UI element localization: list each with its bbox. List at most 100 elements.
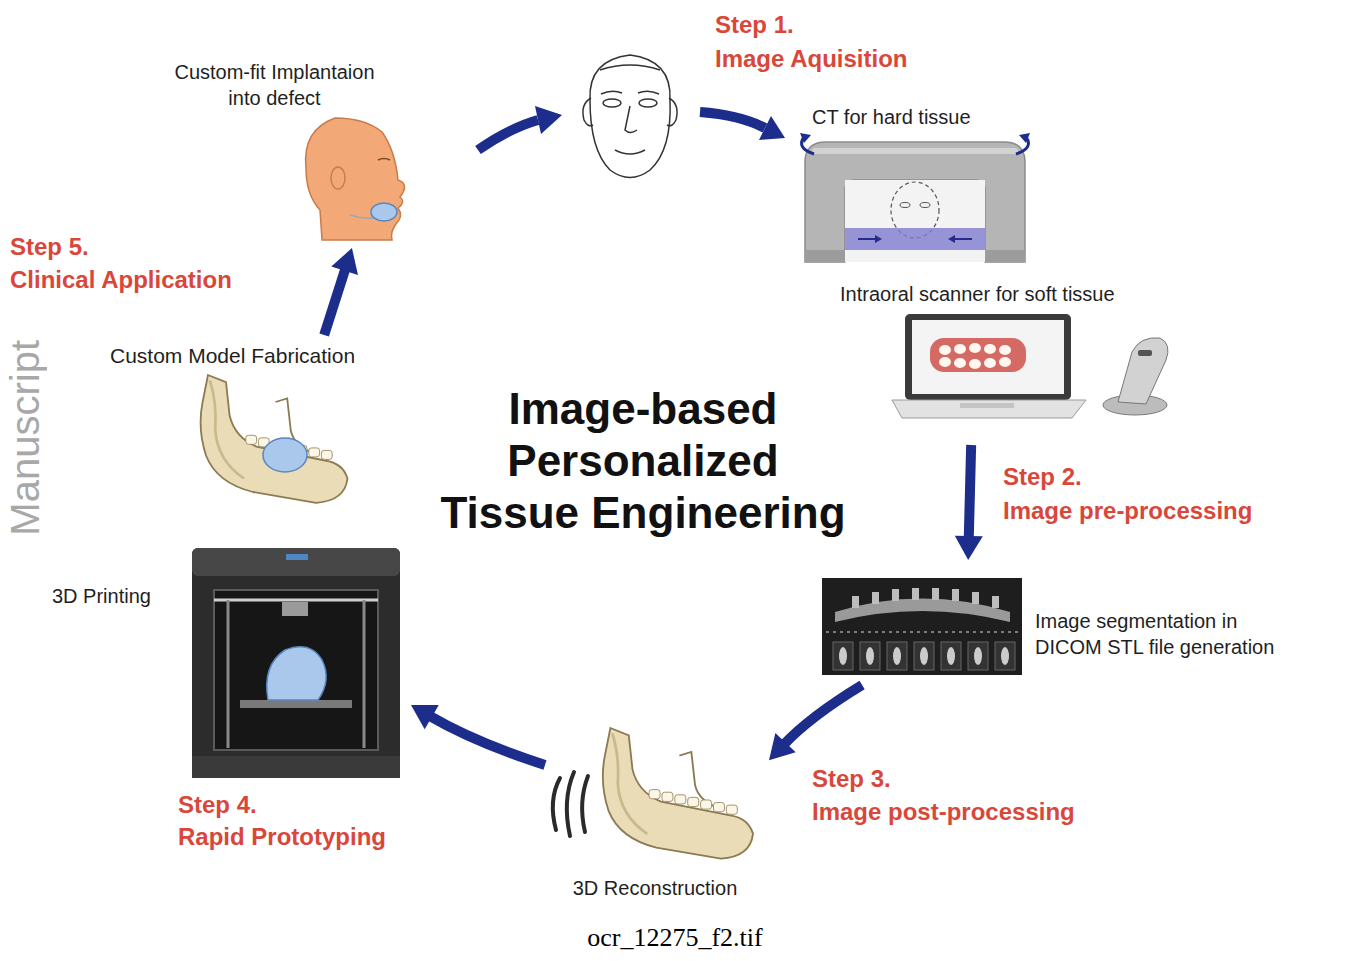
step-label: Image post-processing <box>812 797 1075 827</box>
stage-region: Image segmentation in DICOM STL file gen… <box>820 560 1340 685</box>
patient-head-profile <box>306 118 405 240</box>
text-anchor: Manuscript <box>3 340 47 536</box>
arrow-head <box>411 705 439 729</box>
3d-printer <box>192 548 400 778</box>
ct-slice-panel <box>852 588 999 608</box>
patient-face-sketch <box>667 98 677 126</box>
ct-slice-panel <box>952 589 959 601</box>
patient-face-sketch <box>625 106 637 133</box>
custom-jaw-model <box>201 375 348 503</box>
ct-scanner <box>1019 133 1030 143</box>
reconstruction-jaw <box>567 772 574 836</box>
ct-slice-panel <box>826 632 1018 633</box>
laptop-scanner <box>954 358 966 368</box>
arrow-head <box>769 733 796 760</box>
patient-face-sketch <box>583 98 593 126</box>
ct-slice-panel <box>941 642 961 670</box>
laptop-scanner <box>1118 338 1168 404</box>
ct-scanner <box>805 142 1025 262</box>
arrow-shaft <box>969 445 971 538</box>
text-anchor: Image-based Personalized Tissue Engineer… <box>403 383 883 539</box>
stage-label: 3D Printing <box>52 583 418 609</box>
ct-slice-panel <box>887 642 907 670</box>
arrow-head <box>955 536 983 560</box>
ct-slice-panel <box>914 642 934 670</box>
ct-slice-panel <box>822 578 1022 675</box>
step-label: Step 1. <box>715 10 794 40</box>
ct-slice-panel <box>872 592 879 604</box>
wrap-spacer <box>843 435 883 487</box>
text-anchor: Image post-processing <box>812 797 1075 827</box>
patient-head-profile <box>331 167 345 189</box>
stage-region: 3D Reconstruction <box>545 725 769 910</box>
ct-scanner <box>954 238 972 240</box>
ct-slice-panel <box>852 596 859 608</box>
reconstruction-jaw <box>582 776 588 832</box>
patient-face-sketch <box>601 91 622 94</box>
ct-slice-panel <box>920 647 928 665</box>
flow-arrow <box>769 685 862 760</box>
patient-face-sketch <box>600 65 660 70</box>
step-label: Clinical Application <box>10 265 232 295</box>
laptop-scanner <box>999 345 1011 355</box>
3d-printer <box>192 548 400 778</box>
3d-printer <box>267 647 326 700</box>
ct-slice-panel <box>833 642 1015 670</box>
laptop-scanner <box>939 343 1011 369</box>
text-anchor: ocr_12275_f2.tif <box>475 922 875 954</box>
stage-region: CT for hard tissue <box>795 100 1056 265</box>
text-anchor: Step 5. <box>10 232 89 262</box>
stage-label: 3D Reconstruction <box>545 875 765 901</box>
laptop-scanner <box>969 359 981 369</box>
custom-jaw-model <box>263 438 307 472</box>
ct-slice-panel <box>1001 647 1009 665</box>
ct-scanner <box>812 148 1018 154</box>
reconstruction-jaw <box>553 772 588 836</box>
reconstruction-jaw <box>553 728 753 859</box>
text-anchor: Image pre-processing <box>1003 496 1252 526</box>
stage-region: Custom-fit Implantaion into defect <box>140 55 410 248</box>
watermark: Manuscript <box>3 340 47 536</box>
ct-slice-panel <box>995 642 1015 670</box>
ct-scanner <box>900 203 910 208</box>
stage-region: Intraoral scanner for soft tissue <box>835 275 1204 445</box>
laptop-scanner <box>905 314 1071 400</box>
ct-scanner <box>800 133 811 143</box>
ct-slice-panel <box>839 647 847 665</box>
ct-scanner <box>948 235 955 243</box>
laptop-scanner <box>960 403 1014 408</box>
ct-scanner <box>845 228 985 250</box>
ct-slice-panel <box>866 647 874 665</box>
ct-slice-panel <box>972 592 979 604</box>
figure-caption: ocr_12275_f2.tif <box>475 922 875 954</box>
arrow-shaft <box>784 685 862 744</box>
patient-head-profile <box>378 159 390 161</box>
patient-head-profile <box>371 203 397 221</box>
laptop-scanner <box>999 357 1011 367</box>
patient-face-sketch <box>583 55 677 178</box>
step-label: Image Aquisition <box>715 44 907 74</box>
ct-scanner <box>858 238 876 240</box>
flow-arrow <box>478 106 785 150</box>
step-label: Step 5. <box>10 232 89 262</box>
ct-slice-panel <box>860 642 880 670</box>
patient-face-sketch <box>639 99 657 107</box>
laptop-scanner <box>892 314 1168 418</box>
ct-slice-panel <box>992 596 999 608</box>
patient-head-profile <box>306 118 405 240</box>
flow-arrow <box>535 106 562 134</box>
ct-scanner <box>985 250 1025 262</box>
3d-printer <box>286 554 308 560</box>
ct-slice-panel <box>932 588 939 600</box>
flow-arrow <box>759 116 785 140</box>
text-anchor: Clinical Application <box>10 265 232 295</box>
stage-label: Custom-fit Implantaion into defect <box>162 59 387 111</box>
arrow-shaft <box>430 716 545 765</box>
patient-face-sketch <box>638 91 659 94</box>
3d-printer <box>282 602 308 616</box>
step-label: Rapid Prototyping <box>178 822 386 852</box>
arrow-head <box>331 248 358 275</box>
ct-scanner <box>805 250 845 262</box>
custom-jaw-model <box>201 375 348 503</box>
